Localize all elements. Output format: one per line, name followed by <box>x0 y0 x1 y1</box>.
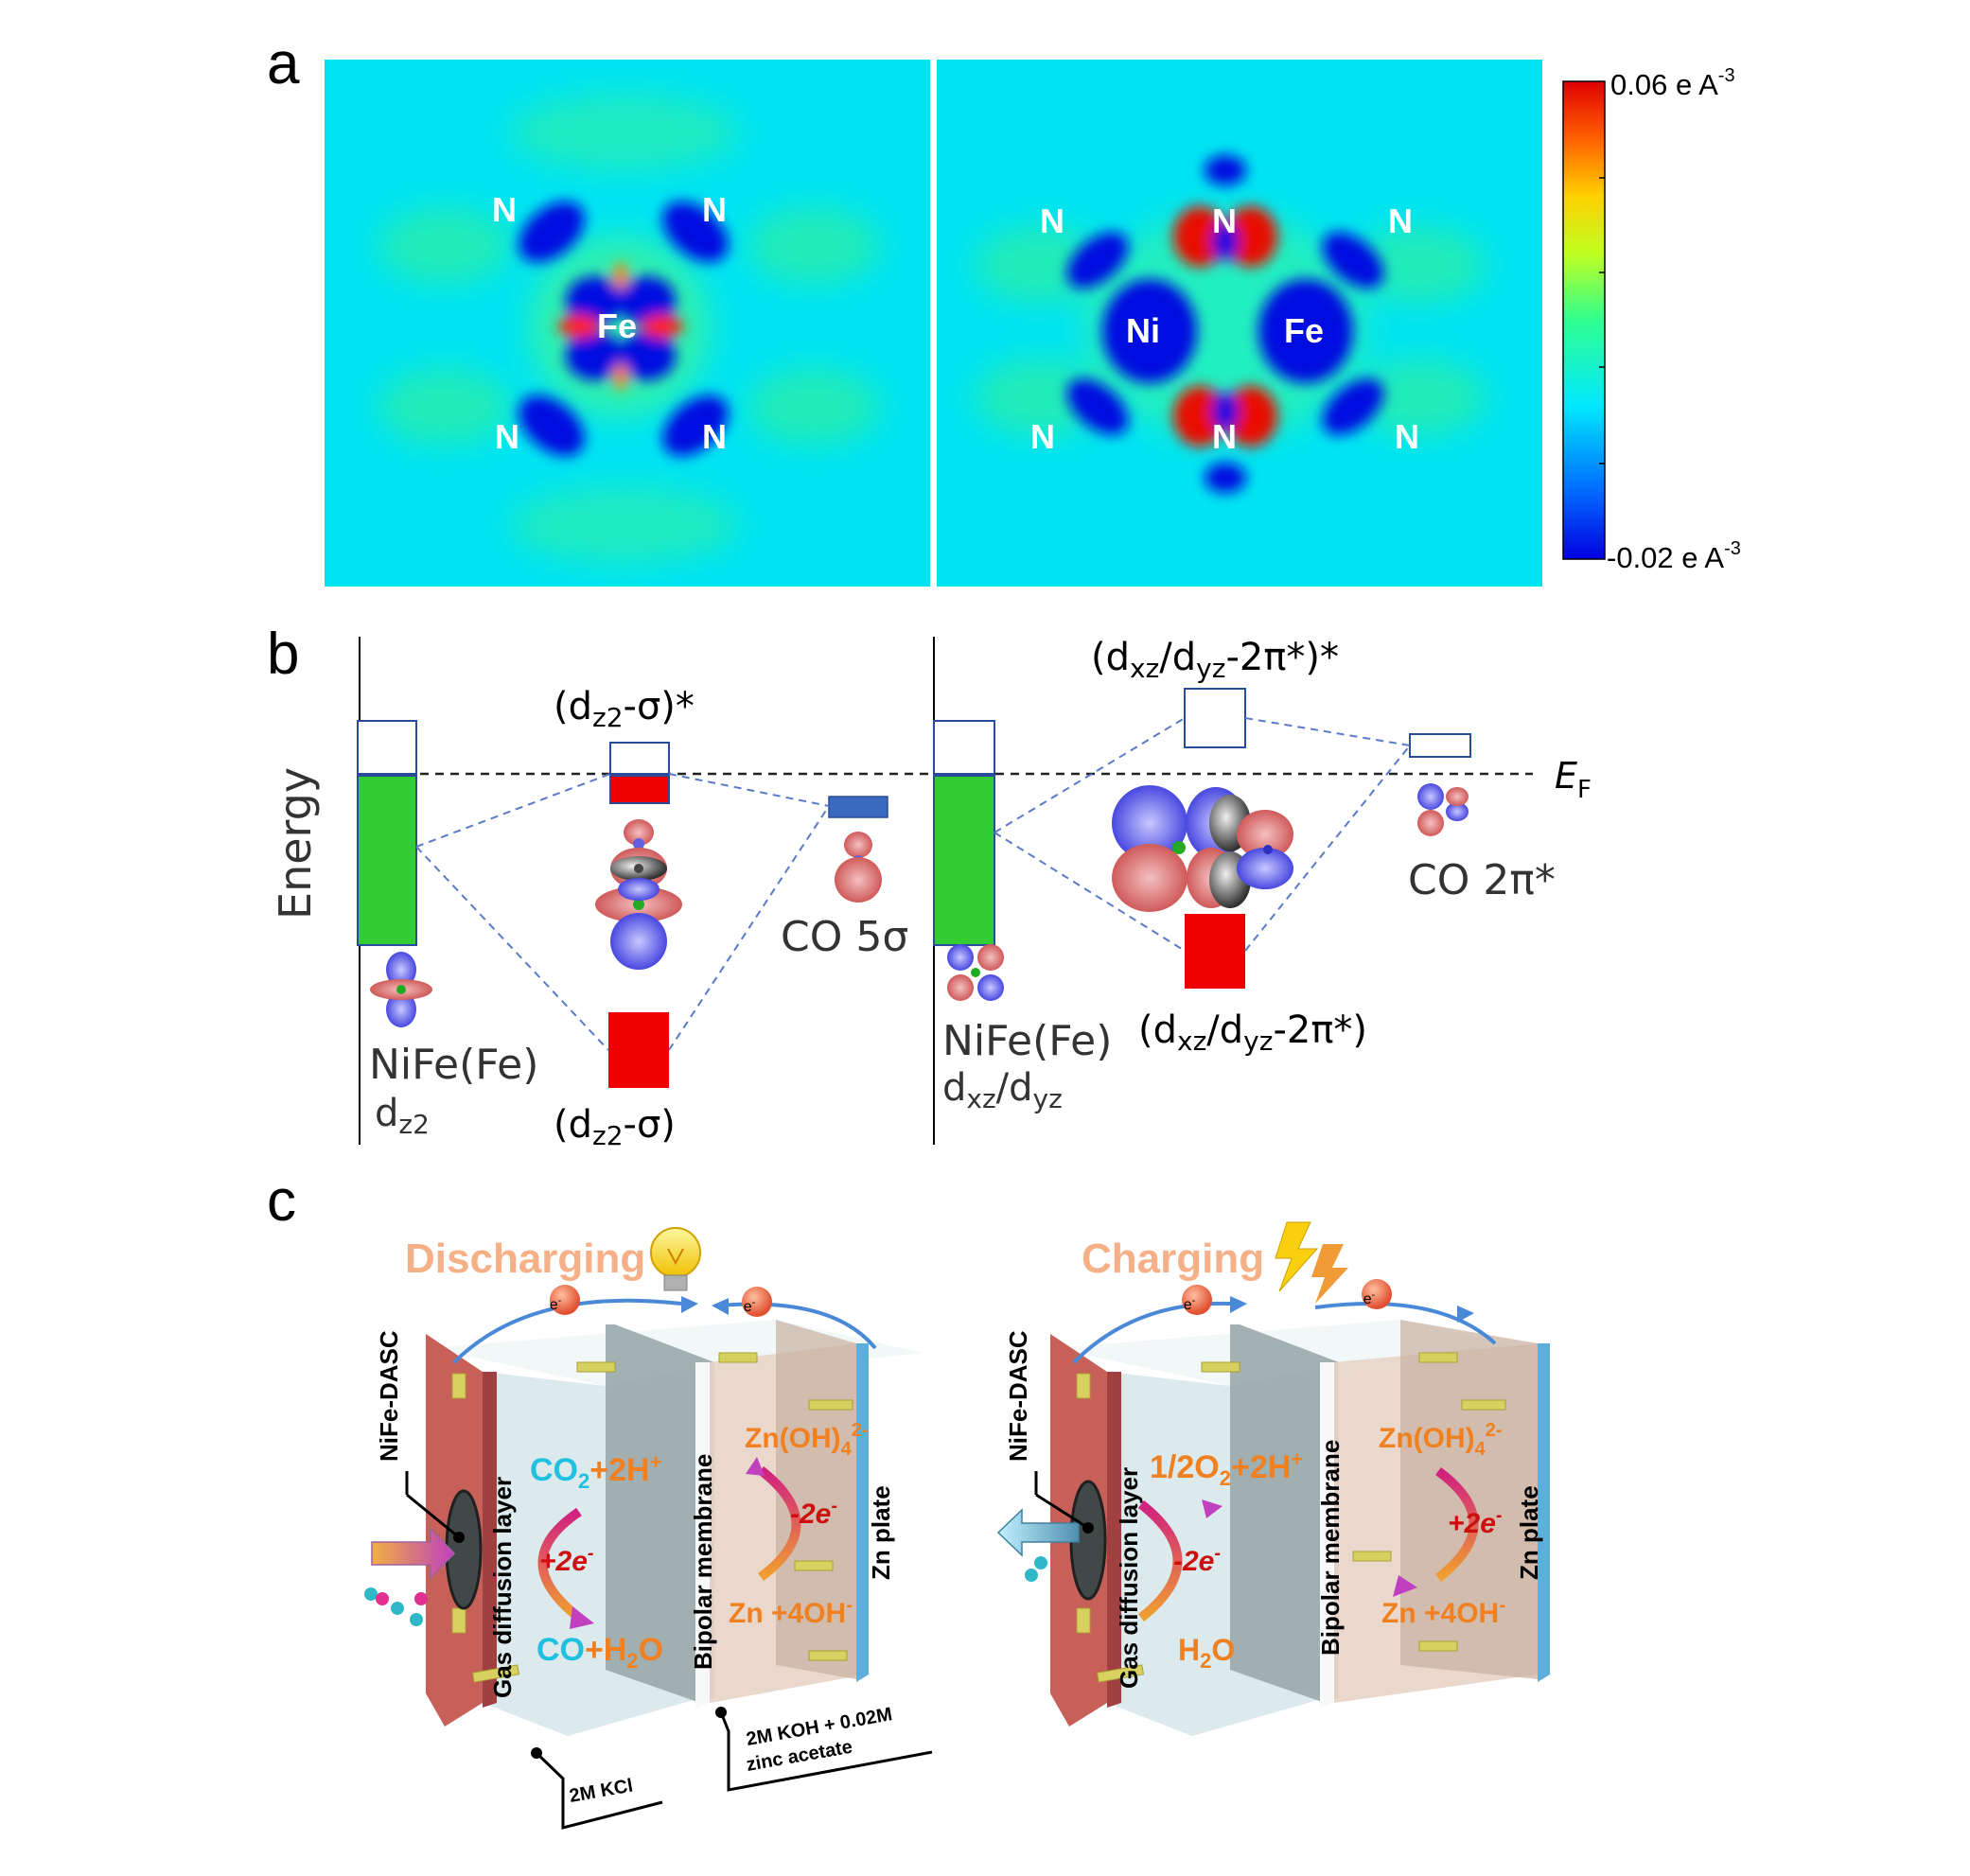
lightbulb-icon <box>650 1227 701 1291</box>
fermi-level-label: EF <box>1555 755 1592 804</box>
metal-dz2-empty-state <box>357 720 417 775</box>
pi-orbital-icon <box>1112 785 1293 912</box>
reaction-oxygen: 1/2O2+2H+ <box>1150 1447 1303 1490</box>
charge-density-map-fe <box>325 60 930 587</box>
colorbar: 0.06 e A-3 -0.02 e A-3 <box>1562 65 1741 574</box>
reaction-co-product: CO+H2O <box>536 1632 663 1673</box>
electron-label: e- <box>1363 1289 1376 1307</box>
bipolar-membrane-label: Bipolar membrane <box>689 1454 717 1670</box>
atom-label-n-3: N <box>495 417 519 456</box>
atom-label-n-8: N <box>1030 417 1055 456</box>
gas-inlet-arrow <box>364 1527 456 1626</box>
antibonding-sigma-filled <box>609 775 670 804</box>
discharging-label: Discharging <box>405 1236 645 1282</box>
battery-cell-charging: Charging e- e- NiFe-DASC Gas diffusion l… <box>996 1221 1550 1736</box>
gas-diffusion-layer-label: Gas diffusion layer <box>488 1477 517 1698</box>
co-2pi-orbital-icon <box>1417 783 1469 836</box>
reaction-water: H2O <box>1178 1633 1235 1673</box>
atom-label-ni: Ni <box>1126 311 1160 350</box>
metal-orbital-dz2-label: dz2 <box>375 1092 430 1140</box>
charge-density-map-nife <box>937 60 1542 587</box>
co-5sigma-state <box>828 796 888 818</box>
panel-b-label: b <box>267 622 299 687</box>
energy-axis-label: Energy <box>270 767 321 920</box>
atom-label-n-1: N <box>492 190 517 229</box>
reaction-zincate: Zn(OH)42- <box>745 1420 869 1460</box>
metal-dz2-filled-state <box>357 775 417 946</box>
catholyte-label: 2M KCl <box>568 1775 635 1806</box>
co-5sigma-label: CO 5σ <box>781 913 908 961</box>
dz2-orbital-icon <box>370 952 432 1027</box>
metal-dxz-empty-state <box>933 720 995 775</box>
reaction-zinc-hydroxide: Zn +4OH- <box>1381 1595 1505 1629</box>
bonding-pi-label: (dxz/dyz-2π*) <box>1138 1008 1367 1057</box>
reaction-zincate: Zn(OH)42- <box>1379 1420 1503 1460</box>
atom-label-n-9: N <box>1212 417 1237 456</box>
atom-label-fe: Fe <box>597 307 637 345</box>
electron-label: e- <box>1184 1295 1196 1313</box>
reaction-electrons-lost: -2e- <box>1173 1543 1221 1577</box>
colorbar-max-label: 0.06 e A-3 <box>1610 65 1735 101</box>
electron-icon <box>1362 1279 1392 1309</box>
atom-label-n-7: N <box>1388 202 1413 240</box>
electron-icon <box>742 1287 772 1317</box>
gas-diffusion-layer-label: Gas diffusion layer <box>1115 1467 1143 1689</box>
antibonding-pi-label: (dxz/dyz-2π*)* <box>1091 636 1339 684</box>
metal-orbital-dxz-label: dxz/dyz <box>942 1066 1063 1114</box>
colorbar-min-label: -0.02 e A-3 <box>1607 538 1741 574</box>
reaction-electrons-gained: +2e- <box>539 1543 594 1577</box>
antibonding-pi-state <box>1184 688 1246 748</box>
antibonding-sigma-label: (dz2-σ)* <box>554 685 695 733</box>
metal-label-left: NiFe(Fe) <box>369 1041 538 1089</box>
battery-cell-discharging: Discharging e- e- NiFe-DASC Gas diffusio… <box>364 1227 933 1830</box>
atom-label-n-6: N <box>1212 202 1237 240</box>
metal-dxz-filled-state <box>933 775 995 946</box>
co-5sigma-orbital-icon <box>835 832 882 903</box>
reaction-co2-reactant: CO2+2H+ <box>530 1450 661 1493</box>
electron-label: e- <box>550 1295 562 1313</box>
metal-label-right: NiFe(Fe) <box>942 1017 1112 1065</box>
lightning-icon <box>1275 1221 1348 1304</box>
co-2pi-state <box>1409 733 1471 758</box>
electrode-label: NiFe-DASC <box>375 1330 403 1462</box>
bonding-sigma-label: (dz2-σ) <box>554 1103 676 1151</box>
zn-plate-label: Zn plate <box>1515 1485 1543 1580</box>
panel-a-label: a <box>267 31 300 96</box>
atom-label-n-10: N <box>1395 417 1419 456</box>
zn-plate-label: Zn plate <box>867 1485 895 1580</box>
co-2pi-label: CO 2π* <box>1408 856 1556 904</box>
reaction-zinc-hydroxide: Zn +4OH- <box>729 1595 853 1629</box>
panel-c-label: c <box>267 1168 296 1234</box>
bonding-pi-state <box>1185 914 1245 989</box>
mo-diagram-sigma: (dz2-σ)* (dz2-σ) CO 5σ NiFe(Fe) dz2 <box>357 685 908 1151</box>
reaction-electrons-gained: +2e- <box>1448 1505 1503 1539</box>
atom-label-fe-2: Fe <box>1284 311 1324 350</box>
charging-label: Charging <box>1082 1236 1264 1282</box>
atom-label-n-2: N <box>702 190 727 229</box>
bonding-sigma-state <box>608 1012 669 1088</box>
nife-dasc-electrode <box>445 1489 483 1610</box>
antibonding-sigma-empty <box>609 742 670 775</box>
reaction-electrons-lost: -2e- <box>790 1496 837 1530</box>
bipolar-membrane-label: Bipolar membrane <box>1316 1440 1345 1656</box>
electron-label: e- <box>744 1297 756 1315</box>
electrode-label: NiFe-DASC <box>1004 1330 1032 1462</box>
electron-icon <box>1182 1285 1212 1315</box>
sigma-orbital-icon <box>595 819 682 970</box>
gas-outlet-arrow <box>996 1508 1080 1582</box>
atom-label-n-4: N <box>702 417 727 456</box>
dxz-orbital-icon <box>947 944 1004 1001</box>
mo-diagram-pi: (dxz/dyz-2π*)* (dxz/dyz-2π*) CO 2π* NiFe… <box>933 636 1556 1114</box>
electron-icon <box>550 1285 580 1315</box>
atom-label-n-5: N <box>1040 202 1064 240</box>
